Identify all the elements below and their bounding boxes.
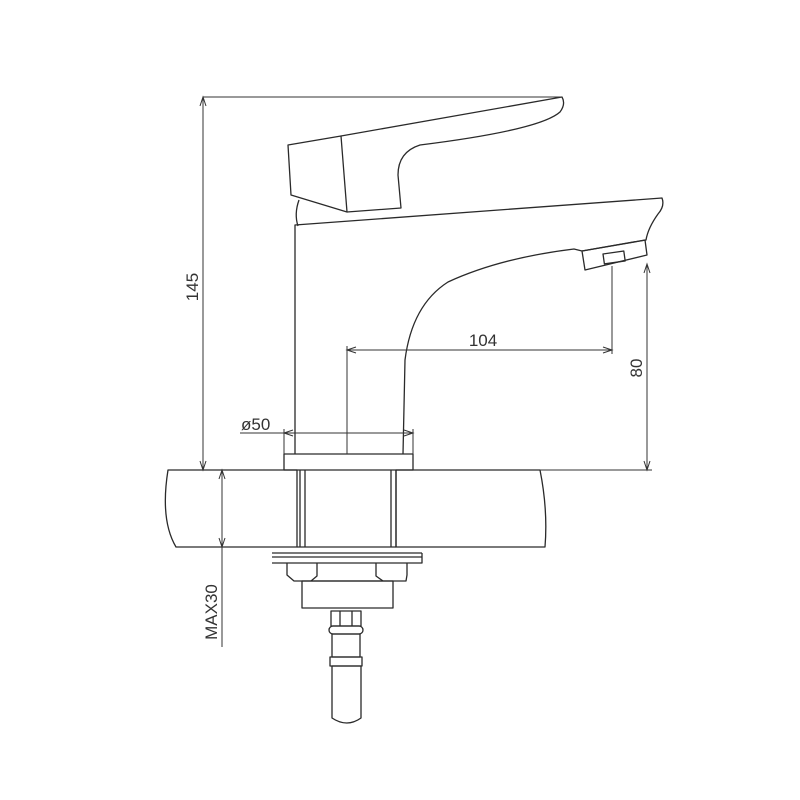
dimension-height-total: 145 (183, 95, 562, 472)
faucet-body (294, 197, 664, 455)
dimension-spout-reach: 104 (345, 266, 614, 454)
dimension-label-145: 145 (183, 273, 202, 301)
dimension-label-104: 104 (469, 331, 497, 350)
dimension-label-80: 80 (627, 359, 646, 378)
dimension-max-thickness: MAX30 (202, 468, 226, 647)
flexible-hose (331, 665, 362, 724)
dimension-base-diameter: ø50 (240, 415, 415, 454)
aerator (581, 239, 648, 271)
fixing-nut-assembly (272, 552, 423, 667)
mounting-shank (297, 470, 397, 548)
dimension-label-max30: MAX30 (202, 584, 221, 640)
lever-handle (287, 96, 565, 213)
dimension-label-diameter: ø50 (241, 415, 270, 434)
countertop (164, 469, 652, 548)
dimension-spout-height: 80 (627, 262, 651, 472)
base-flange (283, 453, 414, 471)
